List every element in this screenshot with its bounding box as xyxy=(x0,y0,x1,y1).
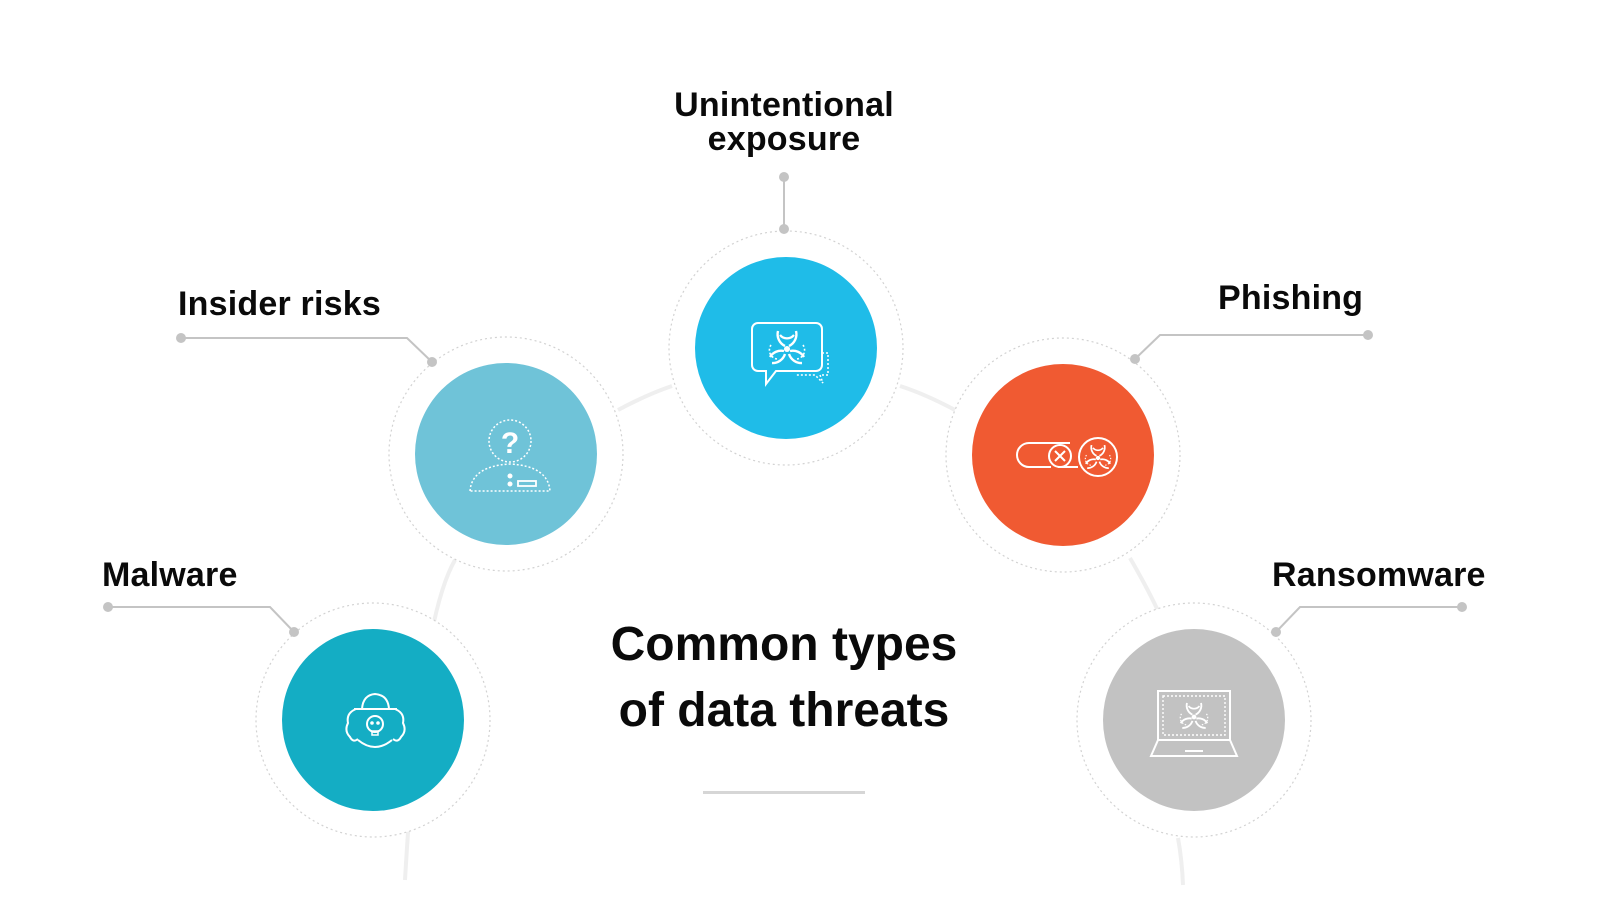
connector-line xyxy=(1275,606,1462,633)
label-malware: Malware xyxy=(102,556,238,594)
title-line-1: Common types xyxy=(610,618,958,671)
title-line-2: of data threats xyxy=(618,684,950,737)
label-phishing: Phishing xyxy=(1218,279,1364,317)
malware-circle[interactable] xyxy=(282,629,464,811)
label-insider-risks: Insider risks xyxy=(178,285,381,323)
ransomware-circle[interactable] xyxy=(1103,629,1285,811)
link-biohazard-icon xyxy=(1016,437,1118,477)
node-phishing xyxy=(945,330,1373,573)
diagram-title: Common types of data threats xyxy=(0,612,1568,744)
node-ransomware xyxy=(1076,602,1467,838)
unknown-person-icon: ? xyxy=(469,419,551,492)
skull-bug-icon xyxy=(345,692,406,748)
svg-text:?: ? xyxy=(501,427,519,460)
laptop-biohazard-icon xyxy=(1149,690,1239,757)
label-unintentional-exposure: Unintentional exposure xyxy=(664,88,904,156)
node-insider-risks: ? xyxy=(176,333,624,572)
connector-line xyxy=(108,606,295,633)
connector-line xyxy=(1134,334,1368,360)
connector-line xyxy=(181,337,433,363)
label-ransomware: Ransomware xyxy=(1272,556,1486,594)
title-divider xyxy=(703,791,865,794)
label-line: exposure xyxy=(707,120,861,158)
label-line: Unintentional xyxy=(674,86,894,124)
node-malware xyxy=(103,602,491,838)
chat-biohazard-icon xyxy=(751,322,829,387)
insider-risks-circle[interactable] xyxy=(415,363,597,545)
node-unintentional-exposure xyxy=(668,172,904,466)
phishing-circle[interactable] xyxy=(972,364,1154,546)
